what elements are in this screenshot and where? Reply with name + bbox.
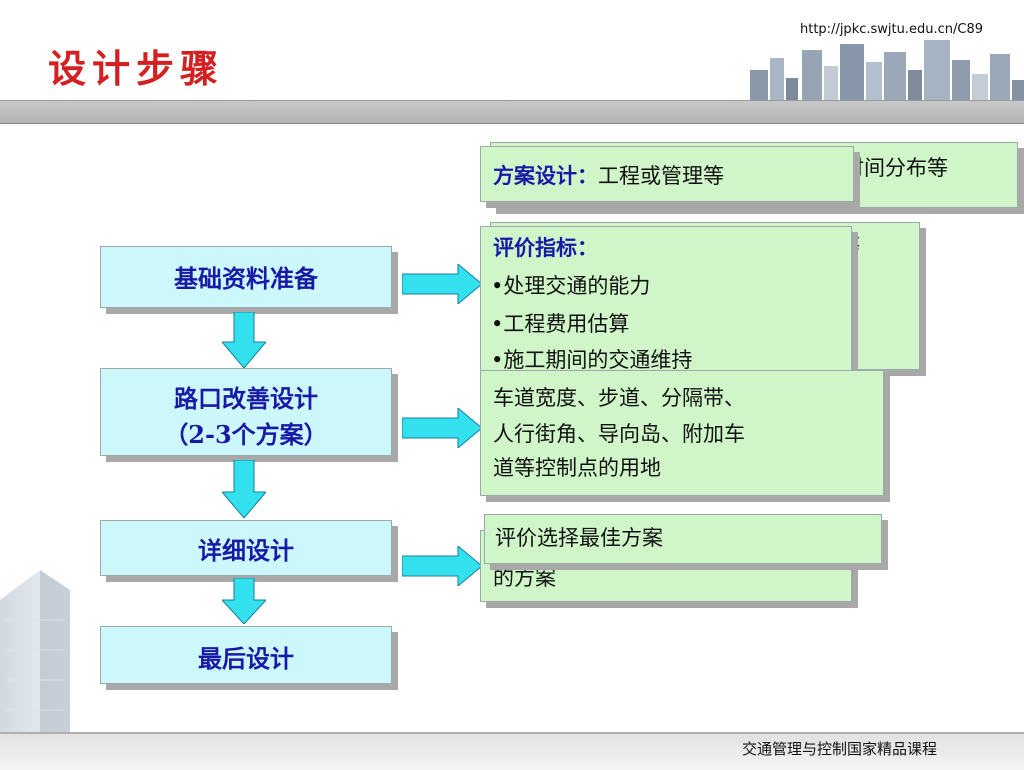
header-band — [0, 100, 1024, 124]
scheme-box: 方案设计：工程或管理等 — [480, 146, 854, 202]
source-url: http://jpkc.swjtu.edu.cn/C89 — [800, 22, 983, 37]
eval-item: •处理交通的能力 — [491, 274, 651, 298]
detail-line: 人行街角、导向岛、附加车 — [493, 422, 745, 446]
step-detailed-design: 详细设计 — [100, 520, 392, 576]
right-arrow-icon — [402, 264, 482, 304]
eval-item: •施工期间的交通维持 — [491, 348, 693, 372]
building-decoration-icon — [0, 570, 70, 740]
detail-line: 车道宽度、步道、分隔带、 — [493, 386, 745, 410]
detail-line: 道等控制点的用地 — [493, 456, 661, 480]
down-arrow-icon — [222, 312, 266, 368]
select-back-text: 的方案 — [493, 566, 556, 590]
down-arrow-icon — [222, 578, 266, 624]
step-detailed-design-label: 详细设计 — [198, 536, 294, 565]
right-arrow-icon — [402, 546, 482, 586]
eval-box: 评价指标： •处理交通的能力 •工程费用估算 •施工期间的交通维持 — [480, 226, 852, 376]
select-text: 评价选择最佳方案 — [495, 526, 663, 550]
step-intersection-design-label: 路口改善设计 — [174, 384, 318, 413]
footer-course-name: 交通管理与控制国家精品课程 — [742, 740, 938, 758]
slide-title: 设计步骤 — [48, 46, 225, 91]
scheme-value: 工程或管理等 — [598, 164, 724, 188]
eval-item: •工程费用估算 — [491, 312, 630, 336]
select-box: 评价选择最佳方案 — [484, 514, 882, 564]
down-arrow-icon — [222, 460, 266, 518]
right-arrow-icon — [402, 408, 482, 448]
scheme-text: 方案设计：工程或管理等 — [493, 161, 724, 191]
step-intersection-design-sub: （2-3个方案） — [164, 420, 328, 449]
footer-band — [0, 732, 1024, 770]
step-basic-data-label: 基础资料准备 — [174, 264, 318, 293]
step-final-design-label: 最后设计 — [198, 644, 294, 673]
scheme-label: 方案设计： — [493, 163, 598, 188]
scheme-back-text: 时间分布等 — [843, 156, 948, 180]
detail-box: 车道宽度、步道、分隔带、 人行街角、导向岛、附加车 道等控制点的用地 — [480, 370, 884, 496]
step-final-design: 最后设计 — [100, 626, 392, 684]
eval-title: 评价指标： — [493, 235, 598, 260]
step-basic-data: 基础资料准备 — [100, 246, 392, 308]
step-intersection-design: 路口改善设计 （2-3个方案） — [100, 368, 392, 456]
skyline-decoration-icon — [750, 40, 1024, 102]
